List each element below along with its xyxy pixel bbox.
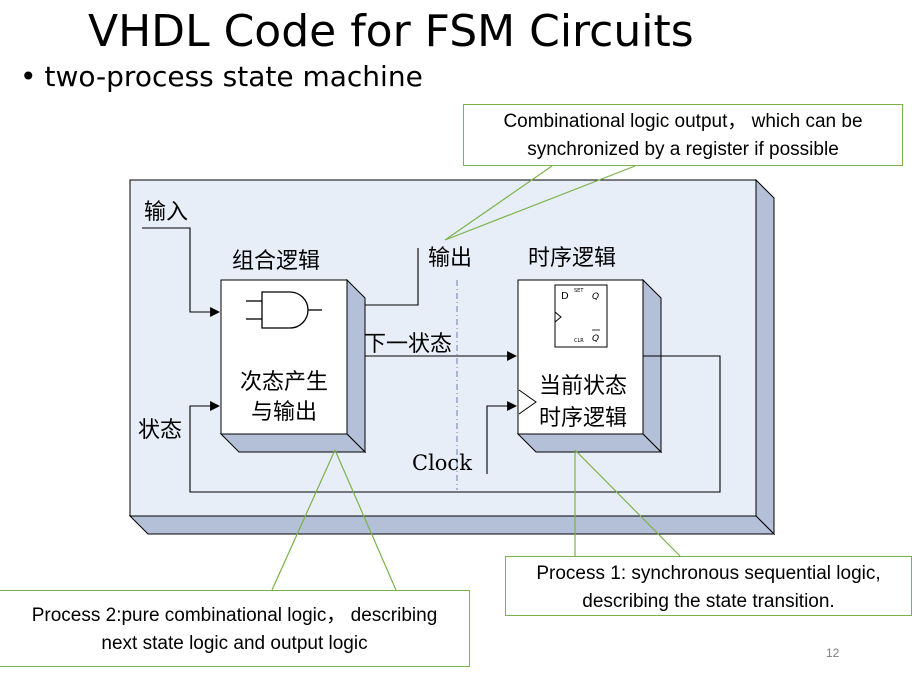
state-label: 状态: [138, 418, 182, 443]
ff-q-label: Q: [592, 292, 599, 302]
seq-block-bottom: [516, 433, 663, 453]
input-wire: [142, 227, 220, 317]
comb-body-line2: 与输出: [251, 400, 317, 425]
output-note-callout: Combinational logic output， which can be…: [463, 104, 903, 166]
process1-line2: describing the state transition.: [582, 591, 835, 612]
process2-leader-1: [271, 449, 336, 591]
seq-body-line1: 当前状态: [539, 374, 627, 399]
comb-block-side: [346, 278, 366, 454]
ff-clr-label: CLR: [574, 338, 584, 344]
seq-body-line2: 时序逻辑: [539, 406, 627, 431]
and-gate-icon: [246, 291, 322, 329]
comb-body-line1: 次态产生: [240, 370, 328, 395]
state-feedback-wire: [189, 355, 721, 493]
output-note-line2: synchronized by a register if possible: [527, 139, 839, 160]
clock-wire: [486, 401, 517, 474]
process2-line1: Process 2:pure combinational logic， desc…: [31, 605, 438, 626]
slide-title: VHDL Code for FSM Circuits: [88, 6, 694, 57]
process1-callout: Process 1: synchronous sequential logic,…: [505, 556, 912, 616]
output-callout-leader-1: [444, 165, 553, 241]
seq-block-side: [642, 278, 662, 454]
output-wire: [365, 248, 419, 306]
bullet-item: •two-process state machine: [20, 60, 423, 93]
ff-qbar-label: Q: [592, 334, 599, 344]
wires: [142, 227, 721, 493]
ff-set-label: SET: [574, 288, 584, 294]
bullet-text: two-process state machine: [44, 60, 423, 93]
seq-title: 时序逻辑: [528, 246, 616, 271]
bullet-dot-icon: •: [20, 60, 37, 93]
process2-leader-2: [334, 449, 397, 591]
comb-title: 组合逻辑: [232, 249, 320, 274]
input-label: 输入: [144, 200, 188, 225]
next-state-label: 下一状态: [364, 332, 452, 357]
output-callout-leader-2: [444, 165, 636, 241]
output-note-line1: Combinational logic output， which can be: [503, 111, 863, 132]
process2-line2: next state logic and output logic: [101, 633, 368, 654]
comb-block-bottom: [219, 433, 367, 453]
comb-logic-block: [219, 278, 367, 454]
d-flipflop-icon: [554, 284, 608, 348]
panel-side: [755, 178, 775, 536]
process1-line1: Process 1: synchronous sequential logic,: [536, 563, 881, 584]
clock-input-triangle-icon: [518, 389, 537, 415]
seq-logic-block: [516, 278, 663, 454]
process2-callout: Process 2:pure combinational logic， desc…: [0, 590, 470, 667]
output-label: 输出: [428, 246, 472, 271]
ff-d-label: D: [561, 291, 569, 302]
page-number: 12: [826, 646, 840, 660]
panel-bottom: [128, 515, 776, 535]
callout-leaders: [271, 165, 681, 591]
process1-leader-2: [574, 449, 681, 557]
clock-label: Clock: [412, 451, 472, 475]
